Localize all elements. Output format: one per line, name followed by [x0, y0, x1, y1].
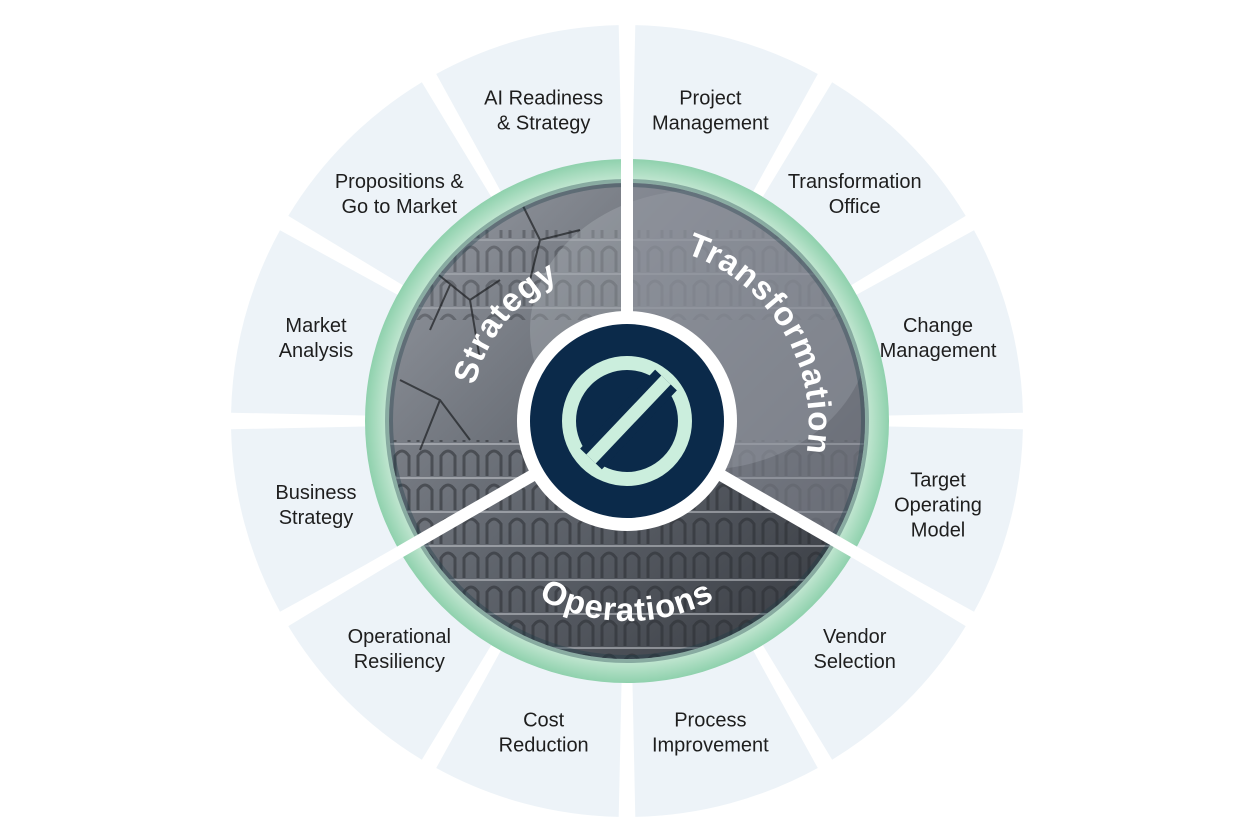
slashed-circle-icon: [562, 356, 692, 486]
segment-label-line: Model: [911, 519, 965, 541]
segment-label-line: Operational: [348, 626, 451, 648]
segment-label-line: Change: [903, 315, 973, 337]
segment-label-line: Process: [674, 710, 746, 732]
segment-label-line: Target: [910, 469, 966, 491]
segment-label-line: Market: [285, 315, 347, 337]
segment-label-line: Go to Market: [342, 196, 458, 218]
segment-label-line: Selection: [814, 651, 896, 673]
segment-label-line: AI Readiness: [484, 87, 603, 109]
segment-label: Propositions & Go to Market: [335, 171, 465, 218]
segment-label-line: Business: [275, 482, 356, 504]
segment-wedge: [231, 230, 408, 416]
segment-wedge: [436, 640, 622, 817]
segment-label-line: Management: [880, 340, 997, 362]
segment-label-line: Transformation: [788, 171, 922, 193]
segment-label-line: Strategy: [279, 507, 353, 529]
segment-wedge: [632, 640, 818, 817]
segment-wedge: [846, 426, 1023, 612]
segment-label-line: Reduction: [499, 735, 589, 757]
segment-label-line: Operating: [894, 494, 982, 516]
segment-label-line: Cost: [523, 710, 565, 732]
segment-label-line: Propositions &: [335, 171, 465, 193]
segment-wedge: [231, 426, 408, 612]
segment-wedge: [436, 25, 622, 202]
segment-label-line: Management: [652, 112, 769, 134]
segment-wedge: [846, 230, 1023, 416]
segment-label: AI Readiness & Strategy: [484, 87, 603, 134]
segment-wedge: [632, 25, 818, 202]
segment-label-line: Vendor: [823, 626, 887, 648]
segment-label-line: Office: [829, 196, 881, 218]
segment-label-line: & Strategy: [497, 112, 590, 134]
segment-label-line: Improvement: [652, 735, 769, 757]
segment-label-line: Analysis: [279, 340, 353, 362]
segment-label-line: Project: [679, 87, 742, 109]
segment-label-line: Resiliency: [354, 651, 445, 673]
